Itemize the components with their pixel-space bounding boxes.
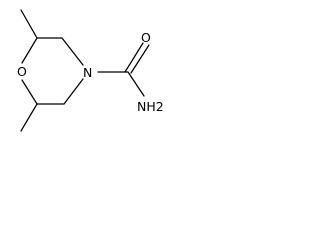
ring-bond-n4-c5	[63, 78, 84, 105]
ring-bond-o1-c2	[21, 37, 38, 64]
carbonyl-oxygen-label: O	[141, 30, 151, 45]
amide-nh2-label: NH2	[137, 99, 164, 114]
carbonyl-double-bond-b	[130, 44, 150, 74]
amide-c-nh2-bond	[127, 71, 145, 97]
structure-diagram: O N O NH2	[17, 9, 164, 132]
carbonyl-double-bond-a	[124, 42, 144, 73]
methyl-bond-top	[20, 9, 38, 39]
ring-bond-c6-o1	[21, 79, 38, 105]
methyl-bond-bottom	[20, 103, 38, 132]
ring-oxygen-label: O	[17, 64, 27, 79]
ring-bond-c3-n4	[61, 37, 84, 66]
ring-nitrogen-label: N	[83, 65, 92, 80]
